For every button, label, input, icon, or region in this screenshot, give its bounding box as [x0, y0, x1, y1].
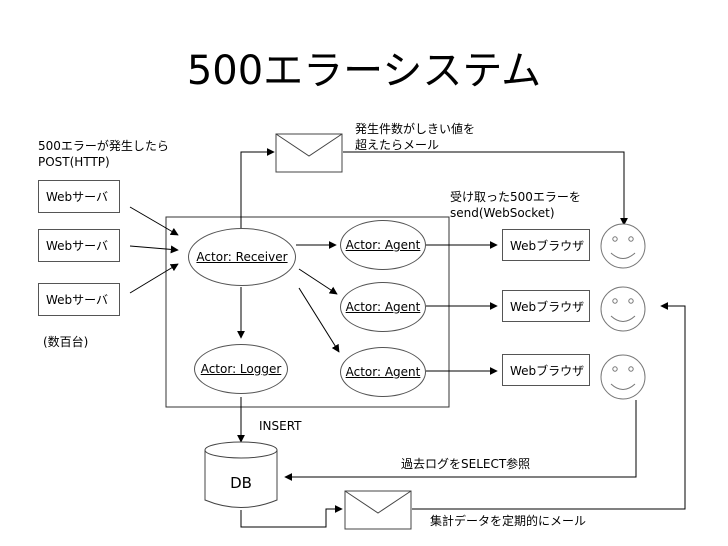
browser-box: Webブラウザ: [502, 354, 590, 386]
arrow-webserver2-receiver: [129, 245, 179, 254]
actor-agent-label: Actor: Agent: [345, 238, 421, 252]
arrow-face3-db: [284, 400, 637, 481]
arrow-mail-face1: [343, 151, 628, 226]
server-count-note: (数百台): [43, 335, 89, 349]
actor-logger: Actor: Logger: [194, 344, 288, 394]
actor-logger-label: Actor: Logger: [200, 362, 282, 376]
arrow-receiver-mail: [240, 148, 275, 228]
webserver-box: Webサーバ: [38, 180, 120, 213]
browser-box: Webブラウザ: [502, 229, 590, 261]
select-note: 過去ログをSELECT参照: [401, 457, 531, 471]
browser-label: Webブラウザ: [510, 299, 585, 314]
arrow-db-mail: [240, 505, 343, 528]
envelope-icon: [275, 133, 343, 173]
browser-label: Webブラウザ: [510, 238, 585, 253]
actor-agent: Actor: Agent: [340, 220, 426, 270]
arrow-receiver-agent2: [298, 268, 338, 295]
insert-label: INSERT: [259, 419, 302, 433]
db-label: DB: [230, 474, 252, 492]
webserver-box: Webサーバ: [38, 283, 120, 316]
arrow-webserver1-receiver: [129, 206, 179, 236]
actor-agent-label: Actor: Agent: [345, 365, 421, 379]
browser-label: Webブラウザ: [510, 363, 585, 378]
actor-system-frame: [165, 216, 450, 408]
webserver-box: Webサーバ: [38, 229, 120, 262]
send-note: 受け取った500エラーを send(WebSocket): [450, 190, 581, 220]
browser-box: Webブラウザ: [502, 290, 590, 322]
smiley-face-icon: [600, 354, 646, 400]
webserver-label: Webサーバ: [46, 239, 109, 253]
webserver-label: Webサーバ: [46, 293, 109, 307]
smiley-face-icon: [600, 286, 646, 332]
post-note: 500エラーが発生したら POST(HTTP): [38, 139, 169, 169]
database-cylinder-icon: [204, 441, 278, 508]
actor-receiver: Actor: Receiver: [188, 228, 296, 286]
count-threshold-note: 発生件数がしきい値を 超えたらメール: [355, 122, 476, 152]
actor-agent: Actor: Agent: [340, 347, 426, 397]
actor-agent: Actor: Agent: [340, 282, 426, 332]
slide-title: 500エラーシステム: [186, 48, 542, 94]
webserver-label: Webサーバ: [46, 190, 109, 204]
smiley-face-icon: [600, 223, 646, 269]
arrow-mail-face2: [412, 302, 686, 510]
envelope-icon: [344, 490, 412, 530]
actor-receiver-label: Actor: Receiver: [196, 250, 288, 264]
actor-agent-label: Actor: Agent: [345, 300, 421, 314]
arrow-receiver-agent3: [298, 287, 340, 353]
periodic-mail-note: 集計データを定期的にメール: [430, 514, 587, 528]
arrow-webserver3-receiver: [129, 263, 179, 294]
